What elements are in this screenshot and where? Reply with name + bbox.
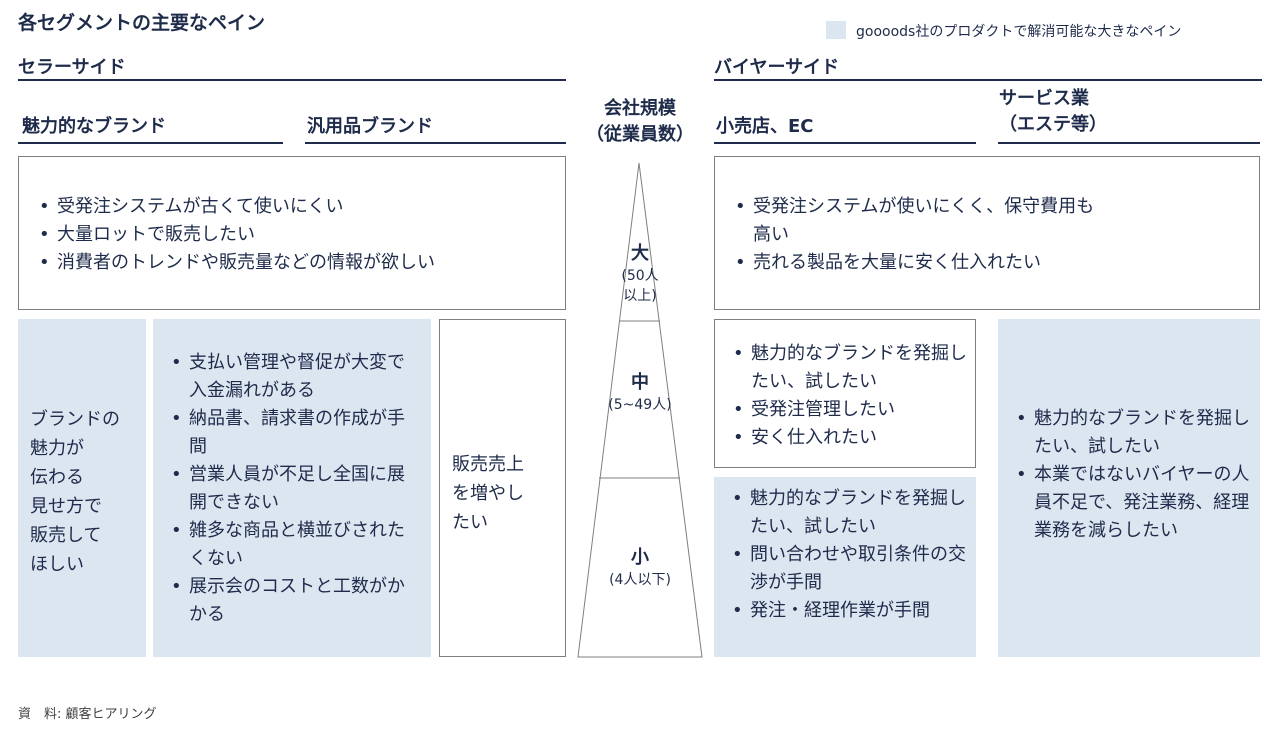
attractive-brand-wish-text: ブランドの 魅力が 伝わる 見せ方で 販売して ほしい xyxy=(30,409,120,575)
attractive-brand-wish-box: ブランドの 魅力が 伝わる 見せ方で 販売して ほしい xyxy=(18,319,146,657)
list-item: 支払い管理や督促が大変で入金漏れがある xyxy=(165,349,419,405)
company-size-heading-line1: 会社規模 xyxy=(604,98,676,119)
service-pains-box: 魅力的なブランドを発掘したい、試したい 本業ではないバイヤーの人員不足で、発注業… xyxy=(998,319,1260,657)
source-note: 資 料: 顧客ヒアリング xyxy=(18,707,157,722)
list-item: 納品書、請求書の作成が手間 xyxy=(165,405,419,461)
segment-attractive-brand-title: 魅力的なブランド xyxy=(22,116,166,137)
retail-mid-pains-box: 魅力的なブランドを発掘したい、試したい 受発注管理したい 安く仕入れたい xyxy=(714,319,976,468)
legend-label: gooоods社のプロダクトで解消可能な大きなペイン xyxy=(856,24,1182,40)
buyer-side-title: バイヤーサイド xyxy=(714,57,840,78)
tier-mid-range: (5~49人) xyxy=(608,397,672,413)
segment-generic-brand-title: 汎用品ブランド xyxy=(307,116,433,137)
buyer-large-pains-box: 受発注システムが使いにくく、保守費用も高い 売れる製品を大量に安く仕入れたい xyxy=(714,156,1260,310)
buyer-side-rule xyxy=(714,79,1262,81)
tier-small-range: (4人以下) xyxy=(609,572,671,588)
segment-service-title-line2: （エステ等） xyxy=(999,114,1107,135)
segment-retail-title: 小売店、EC xyxy=(716,116,814,137)
legend-swatch xyxy=(826,21,846,39)
tier-large: 大 (50人 以上) xyxy=(600,242,680,306)
list-item: 受発注管理したい xyxy=(727,396,969,424)
tier-mid-label: 中 xyxy=(631,372,649,393)
generic-brand-wish-text: 販売売上 を増やし たい xyxy=(452,454,524,533)
seller-side-rule xyxy=(18,79,566,81)
tier-large-range: (50人 以上) xyxy=(621,268,659,304)
list-item: 受発注システムが使いにくく、保守費用も高い xyxy=(729,193,1109,249)
company-size-heading: 会社規模 （従業員数） xyxy=(576,96,704,148)
pyramid-outline xyxy=(577,162,703,658)
company-size-pyramid xyxy=(577,162,703,658)
generic-brand-wish-box: 販売売上 を増やし たい xyxy=(439,319,566,657)
retail-small-pains-box: 魅力的なブランドを発掘したい、試したい 問い合わせや取引条件の交渉が手間 発注・… xyxy=(714,477,976,657)
segment-attractive-brand-rule xyxy=(18,142,283,144)
list-item: 問い合わせや取引条件の交渉が手間 xyxy=(726,541,970,597)
segment-service-rule xyxy=(998,142,1260,144)
list-item: 売れる製品を大量に安く仕入れたい xyxy=(729,249,1109,277)
tier-small-label: 小 xyxy=(631,547,649,568)
segment-service-title: サービス業 （エステ等） xyxy=(999,86,1107,138)
tier-large-label: 大 xyxy=(631,243,649,264)
list-item: 展示会のコストと工数がかかる xyxy=(165,573,419,629)
list-item: 受発注システムが古くて使いにくい xyxy=(33,193,565,221)
seller-side-title: セラーサイド xyxy=(18,57,126,78)
list-item: 魅力的なブランドを発掘したい、試したい xyxy=(1010,405,1250,461)
tier-mid: 中 (5~49人) xyxy=(590,371,690,415)
attractive-brand-pains-box: 支払い管理や督促が大変で入金漏れがある 納品書、請求書の作成が手間 営業人員が不… xyxy=(153,319,431,657)
list-item: 発注・経理作業が手間 xyxy=(726,597,970,625)
list-item: 雑多な商品と横並びされたくない xyxy=(165,517,419,573)
page-title: 各セグメントの主要なペイン xyxy=(18,12,266,34)
list-item: 消費者のトレンドや販売量などの情報が欲しい xyxy=(33,249,565,277)
list-item: 大量ロットで販売したい xyxy=(33,221,565,249)
list-item: 魅力的なブランドを発掘したい、試したい xyxy=(726,485,970,541)
list-item: 営業人員が不足し全国に展開できない xyxy=(165,461,419,517)
segment-retail-rule xyxy=(714,142,976,144)
list-item: 魅力的なブランドを発掘したい、試したい xyxy=(727,340,969,396)
list-item: 本業ではないバイヤーの人員不足で、発注業務、経理業務を減らしたい xyxy=(1010,461,1250,545)
list-item: 安く仕入れたい xyxy=(727,424,969,452)
company-size-heading-line2: （従業員数） xyxy=(586,124,694,145)
tier-small: 小 (4人以下) xyxy=(590,546,690,590)
segment-service-title-line1: サービス業 xyxy=(999,88,1089,109)
segment-generic-brand-rule xyxy=(305,142,566,144)
seller-large-pains-box: 受発注システムが古くて使いにくい 大量ロットで販売したい 消費者のトレンドや販売… xyxy=(18,156,566,310)
